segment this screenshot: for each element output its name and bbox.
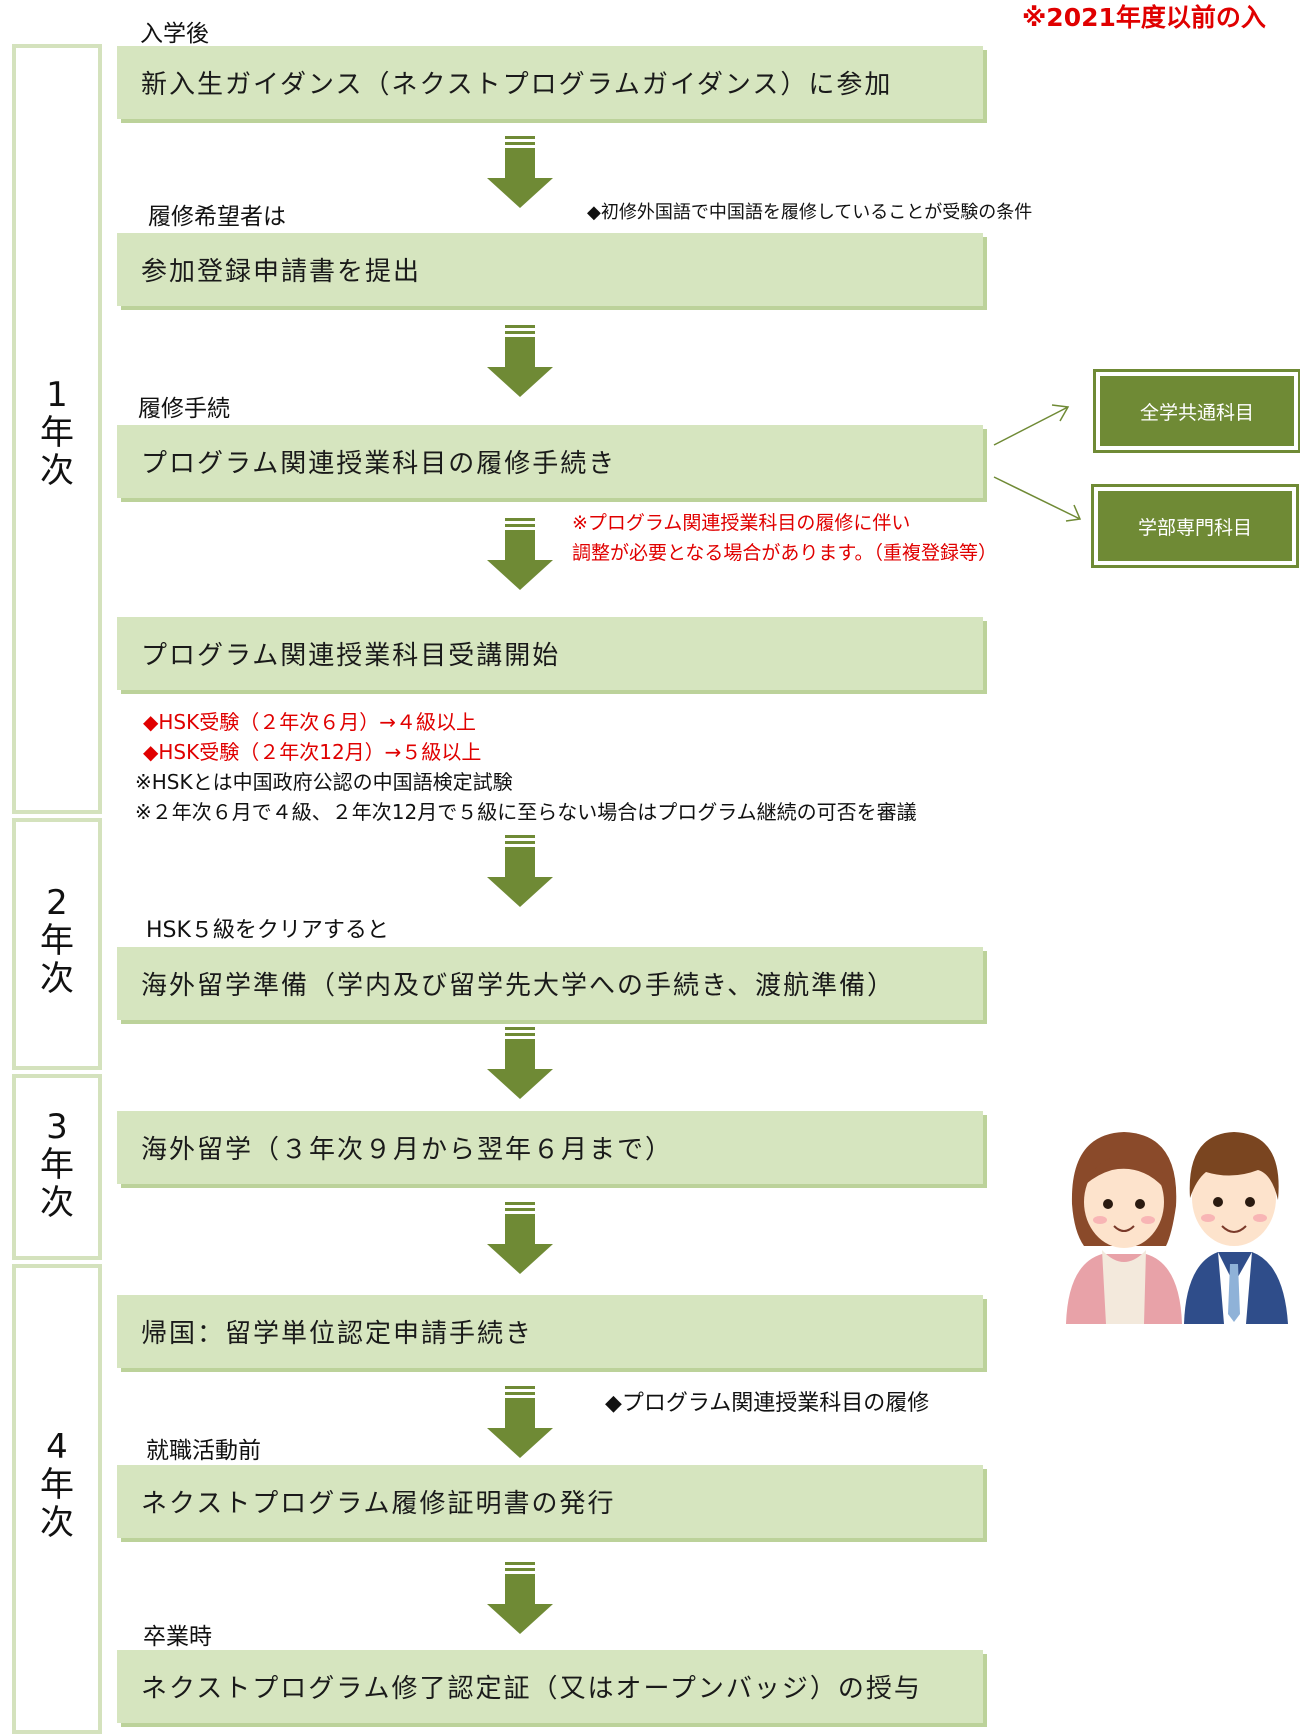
step-course-start-text: プログラム関連授業科目受講開始 [141,641,561,671]
note-hsk-definition: ※HSKとは中国政府公認の中国語検定試験 [135,770,513,794]
year-panel-3: 3 年 次 [12,1074,102,1260]
down-arrow-icon [487,835,553,907]
down-arrow-icon [487,136,553,208]
note-program-courses: ◆プログラム関連授業科目の履修 [605,1391,930,1416]
year-panel-2: 2 年 次 [12,818,102,1070]
year-panel-4: 4 年 次 [12,1264,102,1734]
label-hsk-clear: HSK５級をクリアすると [146,918,389,943]
down-arrow-icon [487,1562,553,1634]
step-study-abroad-prep-text: 海外留学準備（学内及び留学先大学への手続き、渡航準備） [141,971,896,1001]
note-adjust-line2: 調整が必要となる場合があります。（重複登録等） [572,542,998,564]
step-return-text: 帰国：留学単位認定申請手続き [141,1319,534,1349]
step-study-abroad-prep: 海外留学準備（学内及び留学先大学への手続き、渡航準備） [117,947,983,1020]
step-completion-text: ネクストプログラム修了認定証（又はオープンバッジ）の授与 [141,1674,922,1704]
side-box-common-subjects-text: 全学共通科目 [1139,401,1254,424]
step-registration-text: 参加登録申請書を提出 [141,257,422,287]
year-panel-1: 1 年 次 [12,44,102,814]
label-before-job: 就職活動前 [146,1438,261,1464]
step-course-procedure-text: プログラム関連授業科目の履修手続き [141,449,617,479]
step-certificate: ネクストプログラム履修証明書の発行 [117,1465,983,1538]
branch-arrows [993,404,1082,522]
year-label-1: 1 年 次 [40,375,74,491]
top-notice: ※2021年度以前の入 [1022,3,1266,32]
step-study-abroad: 海外留学（３年次９月から翌年６月まで） [117,1111,983,1184]
label-enroll: 入学後 [140,21,209,47]
year-label-3: 3 年 次 [40,1107,74,1223]
side-box-faculty-subjects-text: 学部専門科目 [1137,516,1252,539]
step-guidance-text: 新入生ガイダンス（ネクストプログラムガイダンス）に参加 [141,70,893,100]
side-box-common-subjects: 全学共通科目 [1093,369,1300,453]
down-arrow-icon [487,1386,553,1458]
note-hsk-june: ◆HSK受験（２年次６月）→４級以上 [143,710,476,734]
down-arrow-icon [487,518,553,590]
label-graduation: 卒業時 [143,1624,212,1650]
step-study-abroad-text: 海外留学（３年次９月から翌年６月まで） [141,1135,674,1165]
step-return: 帰国：留学単位認定申請手続き [117,1295,983,1368]
step-guidance: 新入生ガイダンス（ネクストプログラムガイダンス）に参加 [117,46,983,119]
label-applicant: 履修希望者は [148,204,286,230]
note-adjust-line1: ※プログラム関連授業科目の履修に伴い [572,512,911,534]
step-certificate-text: ネクストプログラム履修証明書の発行 [141,1489,616,1519]
side-box-faculty-subjects: 学部専門科目 [1091,484,1299,568]
year-label-4: 4 年 次 [40,1427,74,1543]
label-procedure: 履修手続 [138,396,230,422]
step-course-procedure: プログラム関連授業科目の履修手続き [117,425,983,498]
note-chinese-condition: ◆初修外国語で中国語を履修していることが受験の条件 [587,202,1033,223]
step-completion: ネクストプログラム修了認定証（又はオープンバッジ）の授与 [117,1650,983,1723]
note-hsk-fail: ※２年次６月で４級、２年次12月で５級に至らない場合はプログラム継続の可否を審議 [135,800,917,824]
step-course-start: プログラム関連授業科目受講開始 [117,617,983,690]
year-label-2: 2 年 次 [40,883,74,999]
down-arrow-icon [487,325,553,397]
down-arrow-icon [487,1027,553,1099]
step-registration: 参加登録申請書を提出 [117,233,983,306]
note-hsk-dec: ◆HSK受験（２年次12月）→５級以上 [143,740,482,764]
students-illustration [1066,1132,1288,1324]
down-arrow-icon [487,1202,553,1274]
